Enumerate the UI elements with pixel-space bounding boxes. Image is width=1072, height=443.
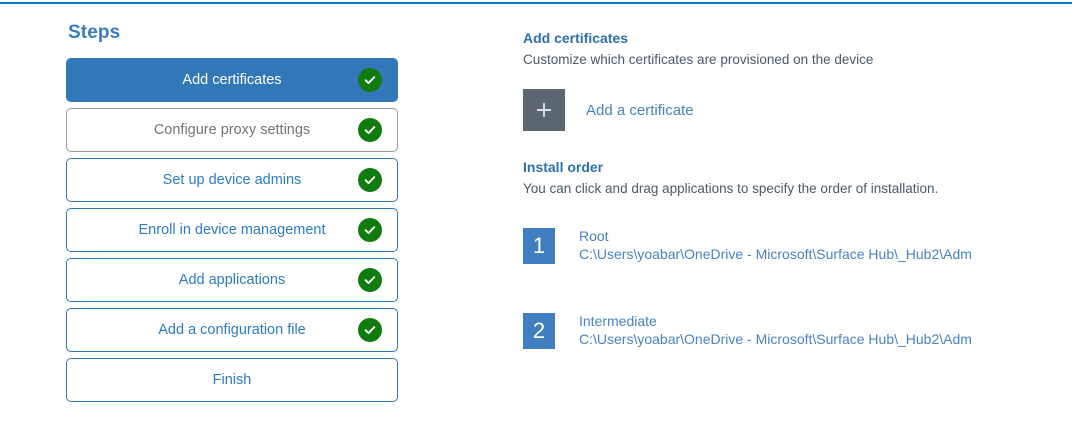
step-label: Add a configuration file — [158, 322, 306, 338]
detail-panel: Add certificates Customize which certifi… — [523, 30, 1023, 350]
step-configure-proxy-settings[interactable]: Configure proxy settings — [66, 108, 398, 152]
install-order-section: Install order You can click and drag app… — [523, 159, 1023, 350]
check-circle-icon — [358, 318, 382, 342]
step-label: Add certificates — [182, 72, 282, 88]
order-item-path: C:\Users\yoabar\OneDrive - Microsoft\Sur… — [579, 246, 972, 263]
install-order-heading: Install order — [523, 159, 604, 176]
check-circle-icon — [358, 118, 382, 142]
steps-list: Add certificates Configure proxy setting… — [66, 58, 398, 402]
add-certificates-heading: Add certificates — [523, 30, 629, 46]
add-certificates-description: Customize which certificates are provisi… — [523, 52, 874, 67]
order-item-text: Root C:\Users\yoabar\OneDrive - Microsof… — [579, 228, 1009, 264]
step-enroll-in-device-management[interactable]: Enroll in device management — [66, 208, 398, 252]
steps-panel-title: Steps — [68, 22, 121, 43]
order-item-name: Intermediate — [579, 313, 657, 330]
plus-icon[interactable] — [523, 89, 565, 132]
step-set-up-device-admins[interactable]: Set up device admins — [66, 158, 398, 202]
install-order-description: You can click and drag applications to s… — [523, 181, 939, 197]
add-certificates-section: Add certificates Customize which certifi… — [523, 30, 1023, 132]
step-add-a-configuration-file[interactable]: Add a configuration file — [66, 308, 398, 352]
order-number-badge: 1 — [523, 228, 555, 265]
check-circle-icon — [358, 68, 382, 92]
install-order-item[interactable]: 1 Root C:\Users\yoabar\OneDrive - Micros… — [523, 228, 1023, 265]
check-circle-icon — [358, 268, 382, 292]
step-add-certificates[interactable]: Add certificates — [66, 58, 398, 102]
order-item-text: Intermediate C:\Users\yoabar\OneDrive - … — [579, 313, 1009, 349]
install-order-item[interactable]: 2 Intermediate C:\Users\yoabar\OneDrive … — [523, 313, 1023, 350]
step-label: Finish — [212, 372, 252, 388]
step-label: Enroll in device management — [138, 222, 326, 238]
order-item-path: C:\Users\yoabar\OneDrive - Microsoft\Sur… — [579, 331, 972, 348]
check-circle-icon — [358, 168, 382, 192]
top-accent-rule — [0, 2, 1072, 4]
add-a-certificate-row[interactable]: Add a certificate — [523, 89, 1023, 132]
step-label: Set up device admins — [162, 172, 302, 188]
install-order-list: 1 Root C:\Users\yoabar\OneDrive - Micros… — [523, 228, 1023, 350]
steps-panel: Steps Add certificates Configure proxy s… — [66, 22, 398, 402]
order-item-name: Root — [579, 228, 609, 245]
step-add-applications[interactable]: Add applications — [66, 258, 398, 302]
step-label: Add applications — [178, 272, 286, 288]
check-circle-icon — [358, 218, 382, 242]
add-a-certificate-label[interactable]: Add a certificate — [586, 101, 694, 119]
order-number-badge: 2 — [523, 313, 555, 350]
step-label: Configure proxy settings — [153, 122, 311, 138]
step-finish[interactable]: Finish — [66, 358, 398, 402]
